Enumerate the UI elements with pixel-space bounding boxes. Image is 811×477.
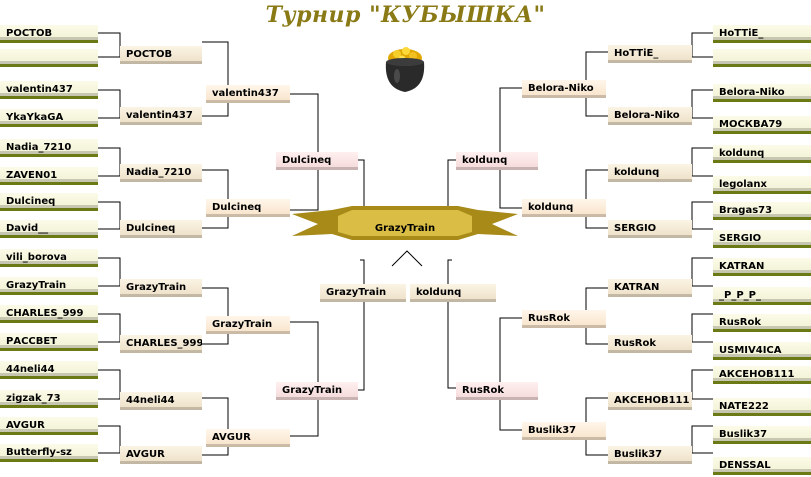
right-r2-player[interactable]: koldunq: [608, 164, 692, 182]
left-r1-player[interactable]: ZAVEN01: [0, 167, 98, 185]
right-r2-player[interactable]: HoTTiE_: [608, 45, 692, 63]
left-r2-player[interactable]: 44neli44: [120, 392, 202, 410]
right-r1-player[interactable]: NATE222: [713, 398, 811, 416]
left-r2-player[interactable]: AVGUR: [120, 446, 202, 464]
right-r2-player[interactable]: Belora-Niko: [608, 107, 692, 125]
gold-pot-icon: [385, 47, 425, 92]
right-r1-player[interactable]: SERGIO: [713, 230, 811, 248]
right-r1-player[interactable]: legolanx: [713, 176, 811, 194]
left-r4-player[interactable]: Dulcineq: [276, 152, 358, 170]
left-r1-player[interactable]: CHARLES_999: [0, 305, 98, 323]
left-semifinal[interactable]: GrazyTrain: [320, 284, 406, 302]
right-r2-player[interactable]: RusRok: [608, 335, 692, 353]
right-r4-player[interactable]: koldunq: [456, 152, 538, 170]
left-r3-player[interactable]: GrazyTrain: [206, 316, 290, 334]
left-r1-player[interactable]: [0, 49, 98, 67]
left-r1-player[interactable]: GrazyTrain: [0, 277, 98, 295]
left-r2-player[interactable]: Nadia_7210: [120, 164, 202, 182]
right-r1-player[interactable]: Belora-Niko: [713, 84, 811, 102]
right-r1-player[interactable]: [713, 49, 811, 67]
right-r1-player[interactable]: АКСЕНОВ111: [713, 366, 811, 384]
right-r1-player[interactable]: МОСКВА79: [713, 116, 811, 134]
left-r2-player[interactable]: Dulcineq: [120, 220, 202, 238]
left-r1-player[interactable]: David__: [0, 220, 98, 238]
right-r3-player[interactable]: Buslik37: [522, 422, 606, 440]
right-semifinal[interactable]: koldunq: [410, 284, 496, 302]
right-r1-player[interactable]: _P_P_P_: [713, 287, 811, 305]
left-r2-player[interactable]: GrazyTrain: [120, 279, 202, 297]
left-r2-player[interactable]: valentin437: [120, 107, 202, 125]
final-winner: GrazyTrain: [374, 223, 436, 234]
right-r1-player[interactable]: Buslik37: [713, 426, 811, 444]
left-r4-player[interactable]: GrazyTrain: [276, 382, 358, 400]
right-r1-player[interactable]: koldunq: [713, 145, 811, 163]
left-r1-player[interactable]: Dulcineq: [0, 193, 98, 211]
left-r1-player[interactable]: РАССВЕТ: [0, 333, 98, 351]
left-r2-player[interactable]: CHARLES_999: [120, 335, 202, 353]
left-r1-player[interactable]: РОСТОВ: [0, 25, 98, 43]
left-r3-player[interactable]: AVGUR: [206, 429, 290, 447]
left-r3-player[interactable]: valentin437: [206, 85, 290, 103]
right-r2-player[interactable]: АКСЕНОВ111: [608, 392, 692, 410]
right-r1-player[interactable]: RusRok: [713, 314, 811, 332]
left-r3-player[interactable]: Dulcineq: [206, 199, 290, 217]
right-r2-player[interactable]: Buslik37: [608, 446, 692, 464]
right-r1-player[interactable]: Bragas73: [713, 202, 811, 220]
left-r1-player[interactable]: YkaYkaGA: [0, 109, 98, 127]
right-r1-player[interactable]: DENSSAL: [713, 457, 811, 475]
left-r1-player[interactable]: 44neli44: [0, 361, 98, 379]
left-r1-player[interactable]: Butterfly-sz: [0, 444, 98, 462]
right-r3-player[interactable]: Belora-Niko: [522, 80, 606, 98]
right-r1-player[interactable]: KATRAN: [713, 258, 811, 276]
left-r1-player[interactable]: zigzak_73: [0, 390, 98, 408]
left-r1-player[interactable]: Nadia_7210: [0, 139, 98, 157]
right-r3-player[interactable]: koldunq: [522, 199, 606, 217]
right-r2-player[interactable]: SERGIO: [608, 220, 692, 238]
left-r2-player[interactable]: РОСТОВ: [120, 46, 202, 64]
right-r2-player[interactable]: KATRAN: [608, 279, 692, 297]
final-ribbon: [292, 206, 518, 240]
right-r1-player[interactable]: USMIV4ICA: [713, 342, 811, 360]
page-title: Турнир "КУБЫШКА": [265, 2, 546, 28]
left-r1-player[interactable]: valentin437: [0, 81, 98, 99]
left-r1-player[interactable]: AVGUR: [0, 417, 98, 435]
left-r1-player[interactable]: vili_borova: [0, 249, 98, 267]
right-r4-player[interactable]: RusRok: [456, 382, 538, 400]
right-r1-player[interactable]: HoTTiE_: [713, 25, 811, 43]
right-r3-player[interactable]: RusRok: [522, 310, 606, 328]
